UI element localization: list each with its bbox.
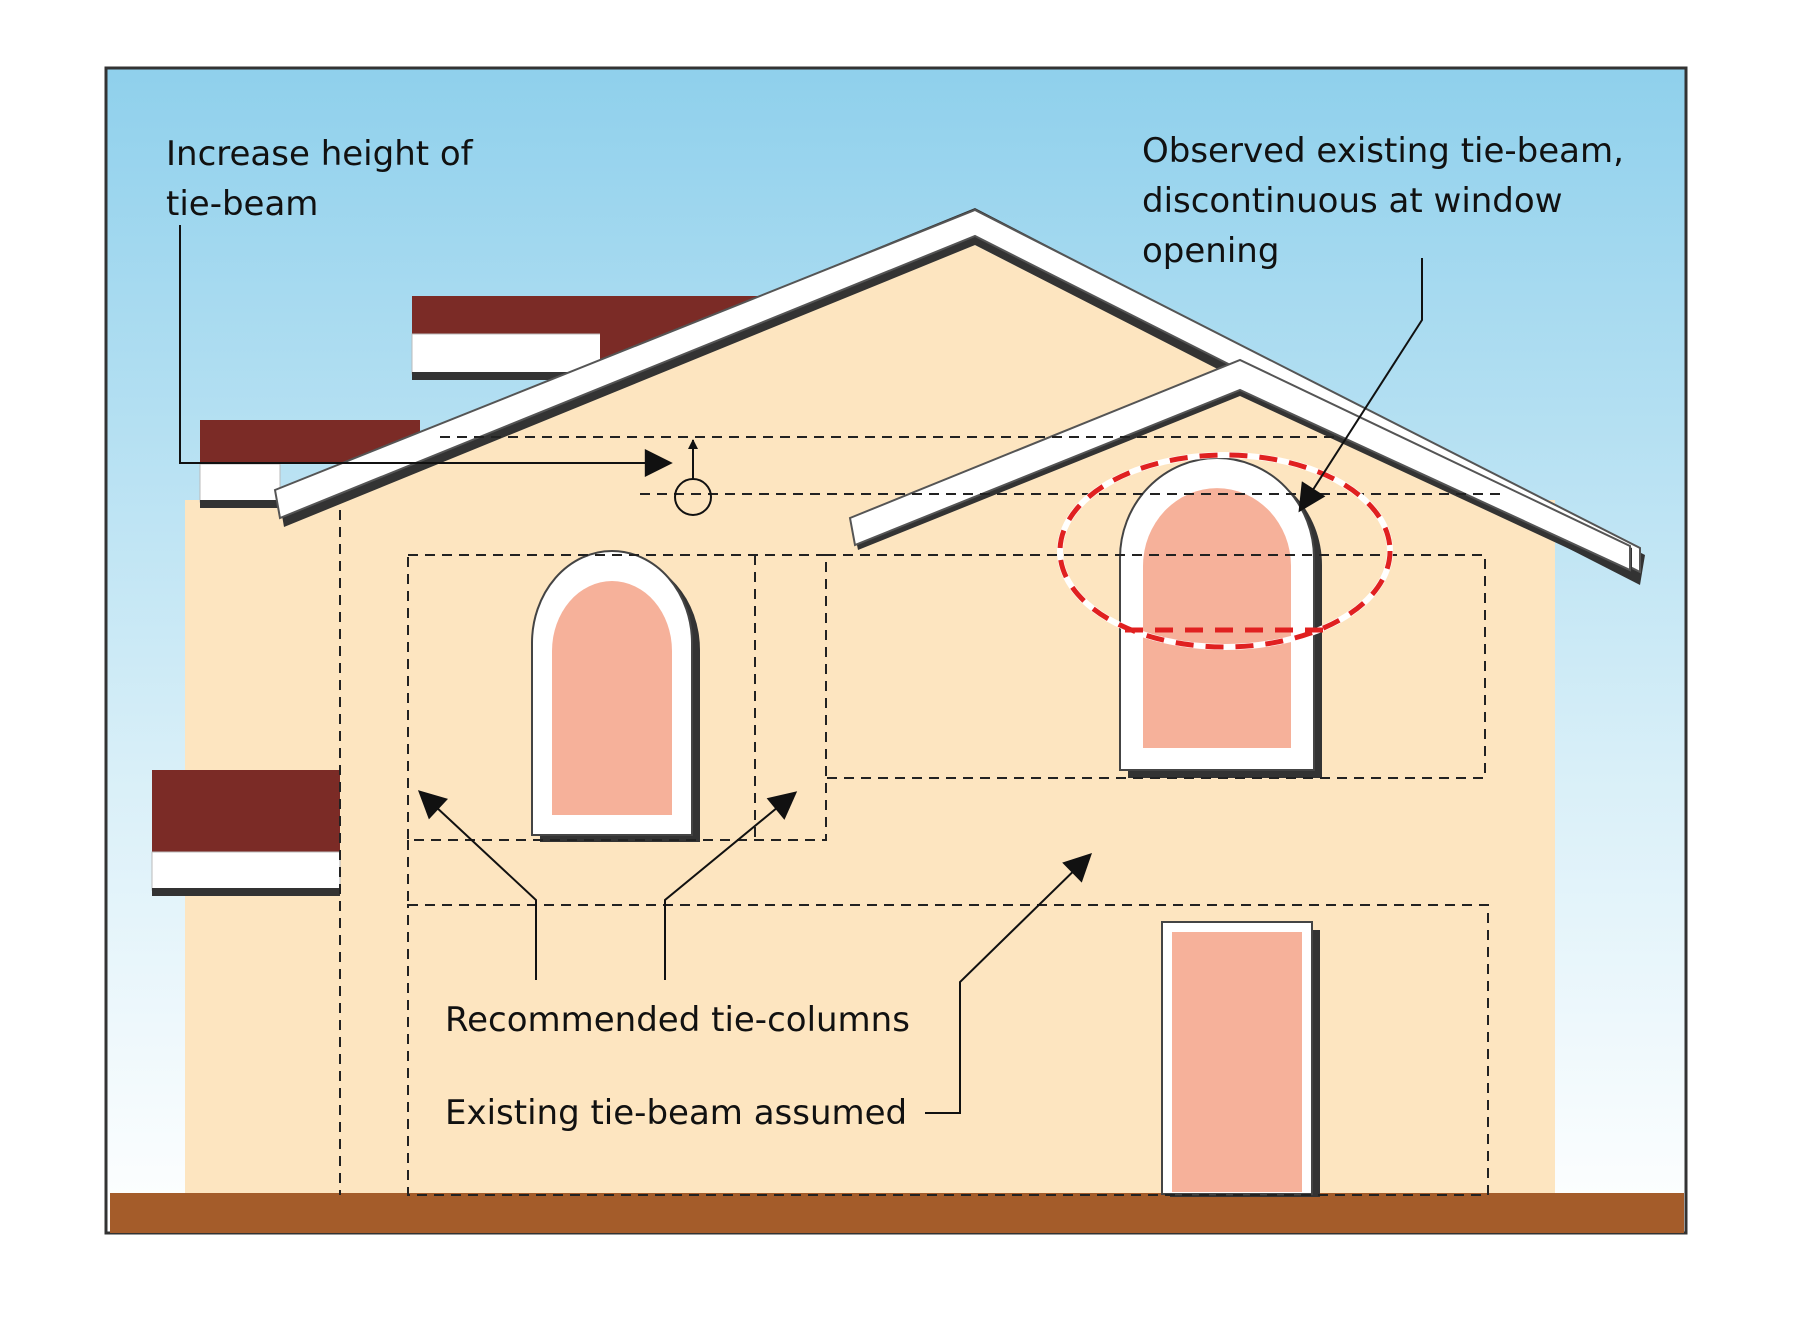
leader-existing-tie-beam [925,853,1093,1114]
label-increase-height-1: Increase height of [166,134,474,174]
side-roof-left-mid [199,420,420,508]
left-arched-window [531,550,700,842]
label-observed-3: opening [1142,231,1279,271]
side-roof-left-low [151,770,341,896]
ground [110,1193,1684,1233]
label-observed-2: discontinuous at window [1142,181,1563,221]
front-gable-roof [848,358,1632,578]
label-increase-height-2: tie-beam [166,184,318,224]
leader-observed [1298,258,1423,513]
leader-tie-columns [417,790,798,980]
discontinuity-ellipse [1057,452,1393,650]
leader-increase-height [179,225,673,477]
label-recommended-tie-columns: Recommended tie-columns [445,1000,910,1040]
label-observed-1: Observed existing tie-beam, [1142,131,1624,171]
height-indicator [674,439,712,516]
main-roof [273,208,1645,585]
label-existing-tie-beam-assumed: Existing tie-beam assumed [445,1093,907,1133]
right-arched-window [1119,457,1322,778]
door [1161,921,1320,1197]
